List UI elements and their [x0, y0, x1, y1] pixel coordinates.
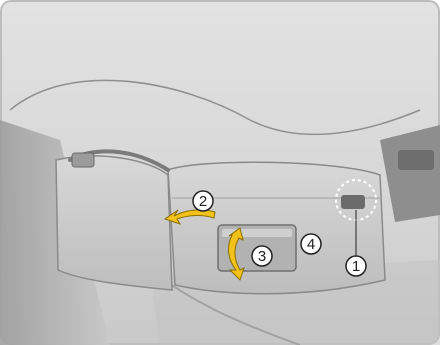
visor-hinge-mount: [72, 153, 94, 167]
callout-2-label: 2: [199, 193, 207, 210]
visor-clip: [341, 195, 365, 209]
sun-visor-side: [56, 156, 172, 290]
callout-3-label: 3: [258, 248, 266, 265]
callout-4-label: 4: [307, 236, 315, 253]
callout-1-label: 1: [352, 258, 360, 275]
console-light: [398, 150, 434, 170]
